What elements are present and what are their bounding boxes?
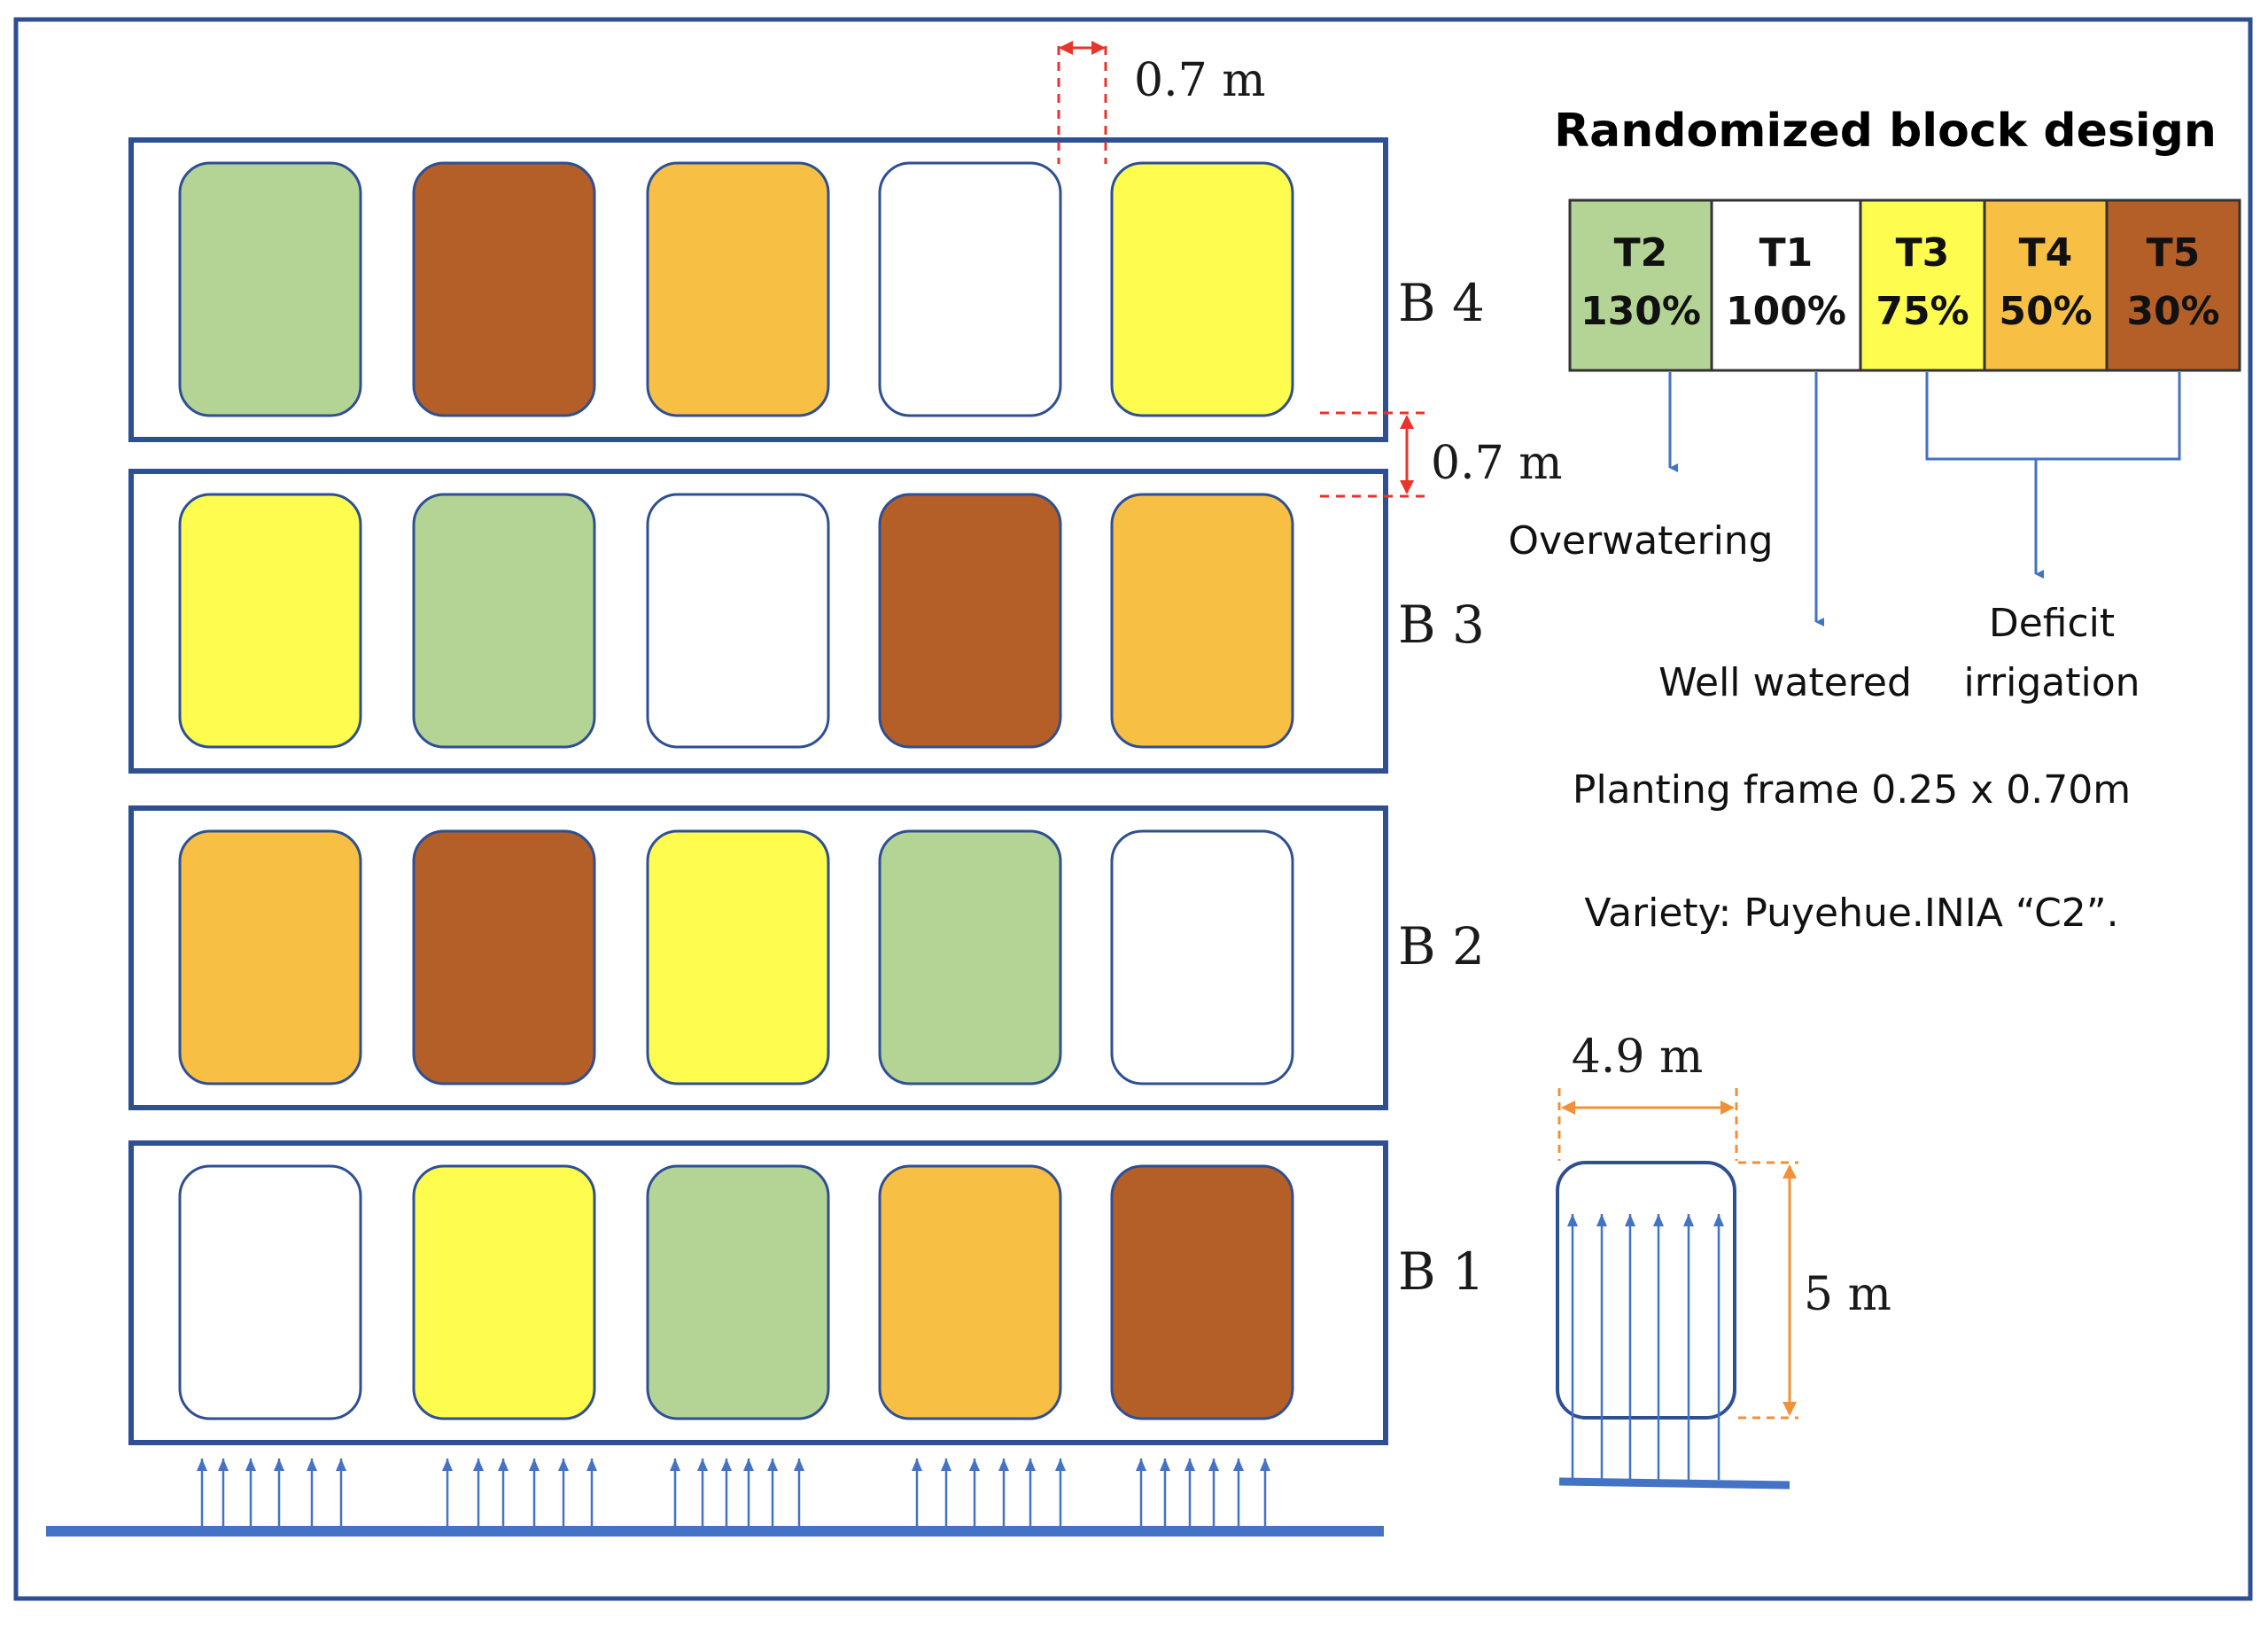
legend-cell-t1 xyxy=(1710,198,1862,372)
plot-b1-t3 xyxy=(412,1164,596,1420)
block-b1 xyxy=(128,1140,1388,1445)
legend-name-t2: T2 xyxy=(1614,230,1668,276)
legend-cell-t3 xyxy=(1859,198,1986,372)
deficit-label-line1: Deficit xyxy=(1989,601,2115,646)
irrigation-arrows xyxy=(197,1459,1270,1526)
plot-b2-t4 xyxy=(178,829,362,1085)
legend-pct-t1: 100% xyxy=(1726,289,1846,334)
plot-b3-t3 xyxy=(178,493,362,749)
plot-detail-ground-line xyxy=(1558,1477,1790,1490)
plot-detail-outline xyxy=(1556,1161,1736,1420)
plot-b2-t3 xyxy=(646,829,830,1085)
plot-width-label: 4.9 m xyxy=(1572,1031,1704,1084)
plot-b3-t4 xyxy=(1110,493,1294,749)
plot-gap-dimension: 0.7 m xyxy=(1057,41,1266,164)
outer-frame xyxy=(13,17,2253,1601)
plot-detail-arrows xyxy=(1567,1214,1724,1480)
plot-b2-t5 xyxy=(412,829,596,1085)
well-watered-label: Well watered xyxy=(1658,660,1912,705)
block-gap-dimension: 0.7 m xyxy=(1320,411,1563,498)
block-label-b2: B 2 xyxy=(1398,916,1485,976)
legend-connectors xyxy=(1668,372,2181,626)
plot-b4-t2 xyxy=(178,161,362,417)
legend-title: Randomized block design xyxy=(1554,105,2217,158)
legend-pct-t3: 75% xyxy=(1876,289,1969,334)
plot-b1-t2 xyxy=(646,1164,830,1420)
blocks-layer xyxy=(128,137,1388,1445)
legend-cell-t4 xyxy=(1983,198,2109,372)
block-b2 xyxy=(128,805,1388,1110)
plot-b2-t1 xyxy=(1110,829,1294,1085)
block-label-b3: B 3 xyxy=(1398,595,1485,655)
plot-b4-t3 xyxy=(1110,161,1294,417)
plot-detail: 4.9 m 5 m xyxy=(1556,1031,1891,1490)
block-gap-label: 0.7 m xyxy=(1431,437,1563,490)
plot-length-label: 5 m xyxy=(1804,1268,1891,1321)
plot-b1-t1 xyxy=(178,1164,362,1420)
plot-b4-t1 xyxy=(878,161,1062,417)
planting-frame-note: Planting frame 0.25 x 0.70m xyxy=(1573,767,2131,813)
legend-name-t3: T3 xyxy=(1896,230,1950,276)
plot-b4-t4 xyxy=(646,161,830,417)
legend-cell-t5 xyxy=(2105,198,2241,372)
overwatering-label: Overwatering xyxy=(1508,518,1773,564)
legend-cell-t2 xyxy=(1568,198,1713,372)
plot-b1-t4 xyxy=(878,1164,1062,1420)
legend-name-t5: T5 xyxy=(2147,230,2201,276)
legend-name-t1: T1 xyxy=(1759,230,1814,276)
plot-b3-t2 xyxy=(412,493,596,749)
plot-gap-label: 0.7 m xyxy=(1134,54,1266,107)
plot-b4-t5 xyxy=(412,161,596,417)
plot-b3-t5 xyxy=(878,493,1062,749)
plot-b1-t5 xyxy=(1110,1164,1294,1420)
block-label-b1: B 1 xyxy=(1398,1241,1485,1302)
legend-pct-t2: 130% xyxy=(1581,289,1701,334)
legend-table: T2 130% T1 100% T3 75% T4 50% T5 30% xyxy=(1568,198,2241,372)
legend-pct-t4: 50% xyxy=(1999,289,2092,334)
plot-b3-t1 xyxy=(646,493,830,749)
legend-name-t4: T4 xyxy=(2019,230,2073,276)
plot-b2-t2 xyxy=(878,829,1062,1085)
block-label-b4: B 4 xyxy=(1398,273,1485,333)
legend-pct-t5: 30% xyxy=(2126,289,2219,334)
block-b4 xyxy=(128,137,1388,442)
block-b3 xyxy=(128,469,1388,774)
deficit-label-line2: irrigation xyxy=(1963,660,2140,705)
variety-note: Variety: Puyehue.INIA “C2”. xyxy=(1584,891,2118,936)
